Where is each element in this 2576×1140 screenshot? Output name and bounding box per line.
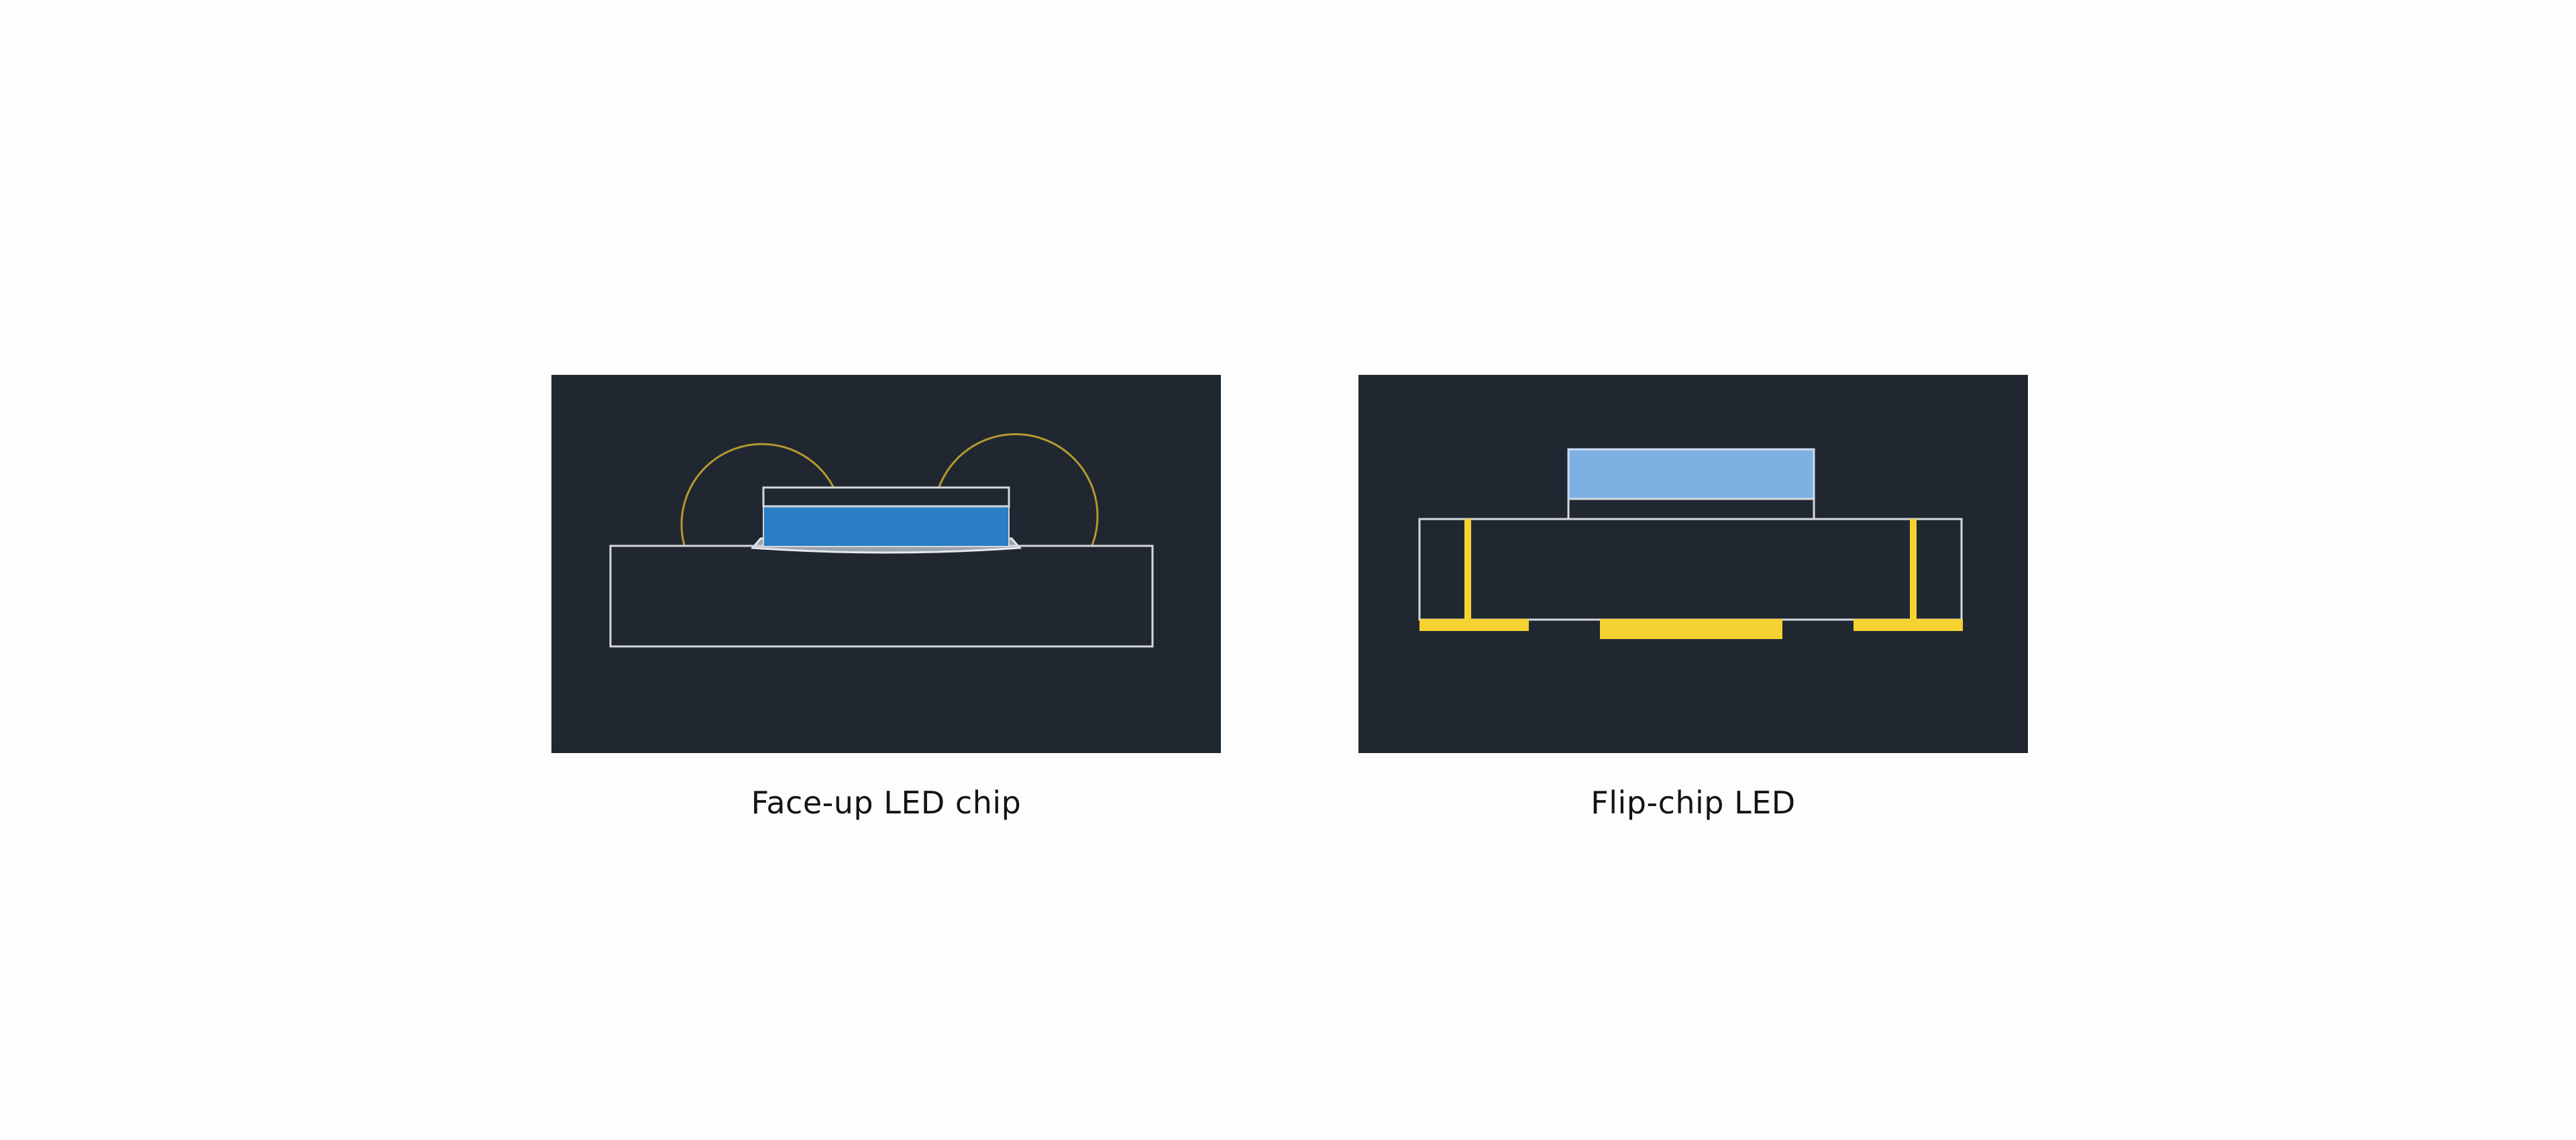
right-via xyxy=(1910,519,1917,620)
face-up-led-diagram xyxy=(551,375,1221,753)
substrate xyxy=(609,545,1154,648)
flip-chip-led-diagram xyxy=(1358,375,2028,753)
face-up-led-illustration xyxy=(609,433,1154,648)
bond-wire-right xyxy=(938,433,1099,546)
left-via xyxy=(1464,519,1471,620)
left-solder-pad xyxy=(1419,619,1529,631)
flip-chip-emitting-layer xyxy=(1567,448,1815,500)
right-solder-pad xyxy=(1854,619,1963,631)
flip-chip-base-layer xyxy=(1567,498,1815,520)
substrate xyxy=(1418,518,1963,621)
bond-wire-left xyxy=(680,443,835,546)
led-chip-top-layer xyxy=(762,486,1010,508)
face-up-led-caption: Face-up LED chip xyxy=(751,785,1022,821)
led-chip-emitting-layer xyxy=(763,506,1010,547)
flip-chip-led-caption: Flip-chip LED xyxy=(1591,785,1796,821)
flip-chip-led-illustration xyxy=(1418,448,1963,639)
center-thermal-pad xyxy=(1600,619,1782,639)
